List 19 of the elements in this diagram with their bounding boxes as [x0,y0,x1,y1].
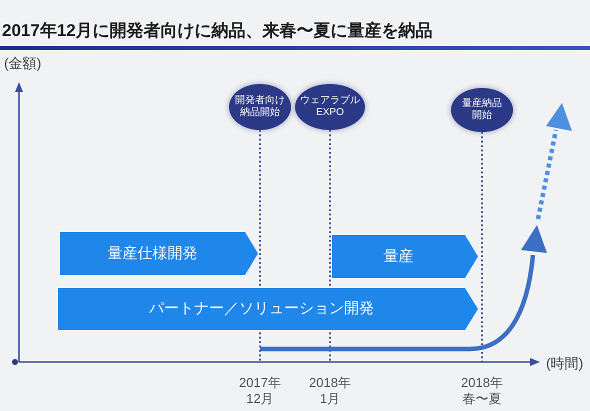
tick-label: 2017年12月 [238,375,282,406]
phase-label: 量産 [384,248,414,266]
phase-chevron-bar [332,235,478,278]
milestone-label: 開発者向け納品開始 [234,95,286,119]
phase-label: 量産仕様開発 [108,244,198,262]
milestone-circle [295,84,365,130]
tick-label: 2018年春〜夏 [460,375,504,406]
milestone-label: ウェアラブル EXPO [299,95,361,119]
slide-title: 2017年12月に開発者向けに納品、来春〜夏に量産を納品 [2,21,433,42]
axis-label: (時間) [546,355,584,372]
milestone-circle [451,88,513,132]
milestone-label: 量産納品開始 [461,98,503,122]
phase-chevron-bar [58,288,478,330]
phase-label: パートナー／ソリューション開発 [149,300,374,318]
milestone-circle [229,84,291,130]
axis-label: (金額) [4,55,42,72]
phase-chevron-bar [60,232,258,275]
dotted-guide-line [481,132,483,362]
tick-label: 2018年1月 [308,375,352,406]
